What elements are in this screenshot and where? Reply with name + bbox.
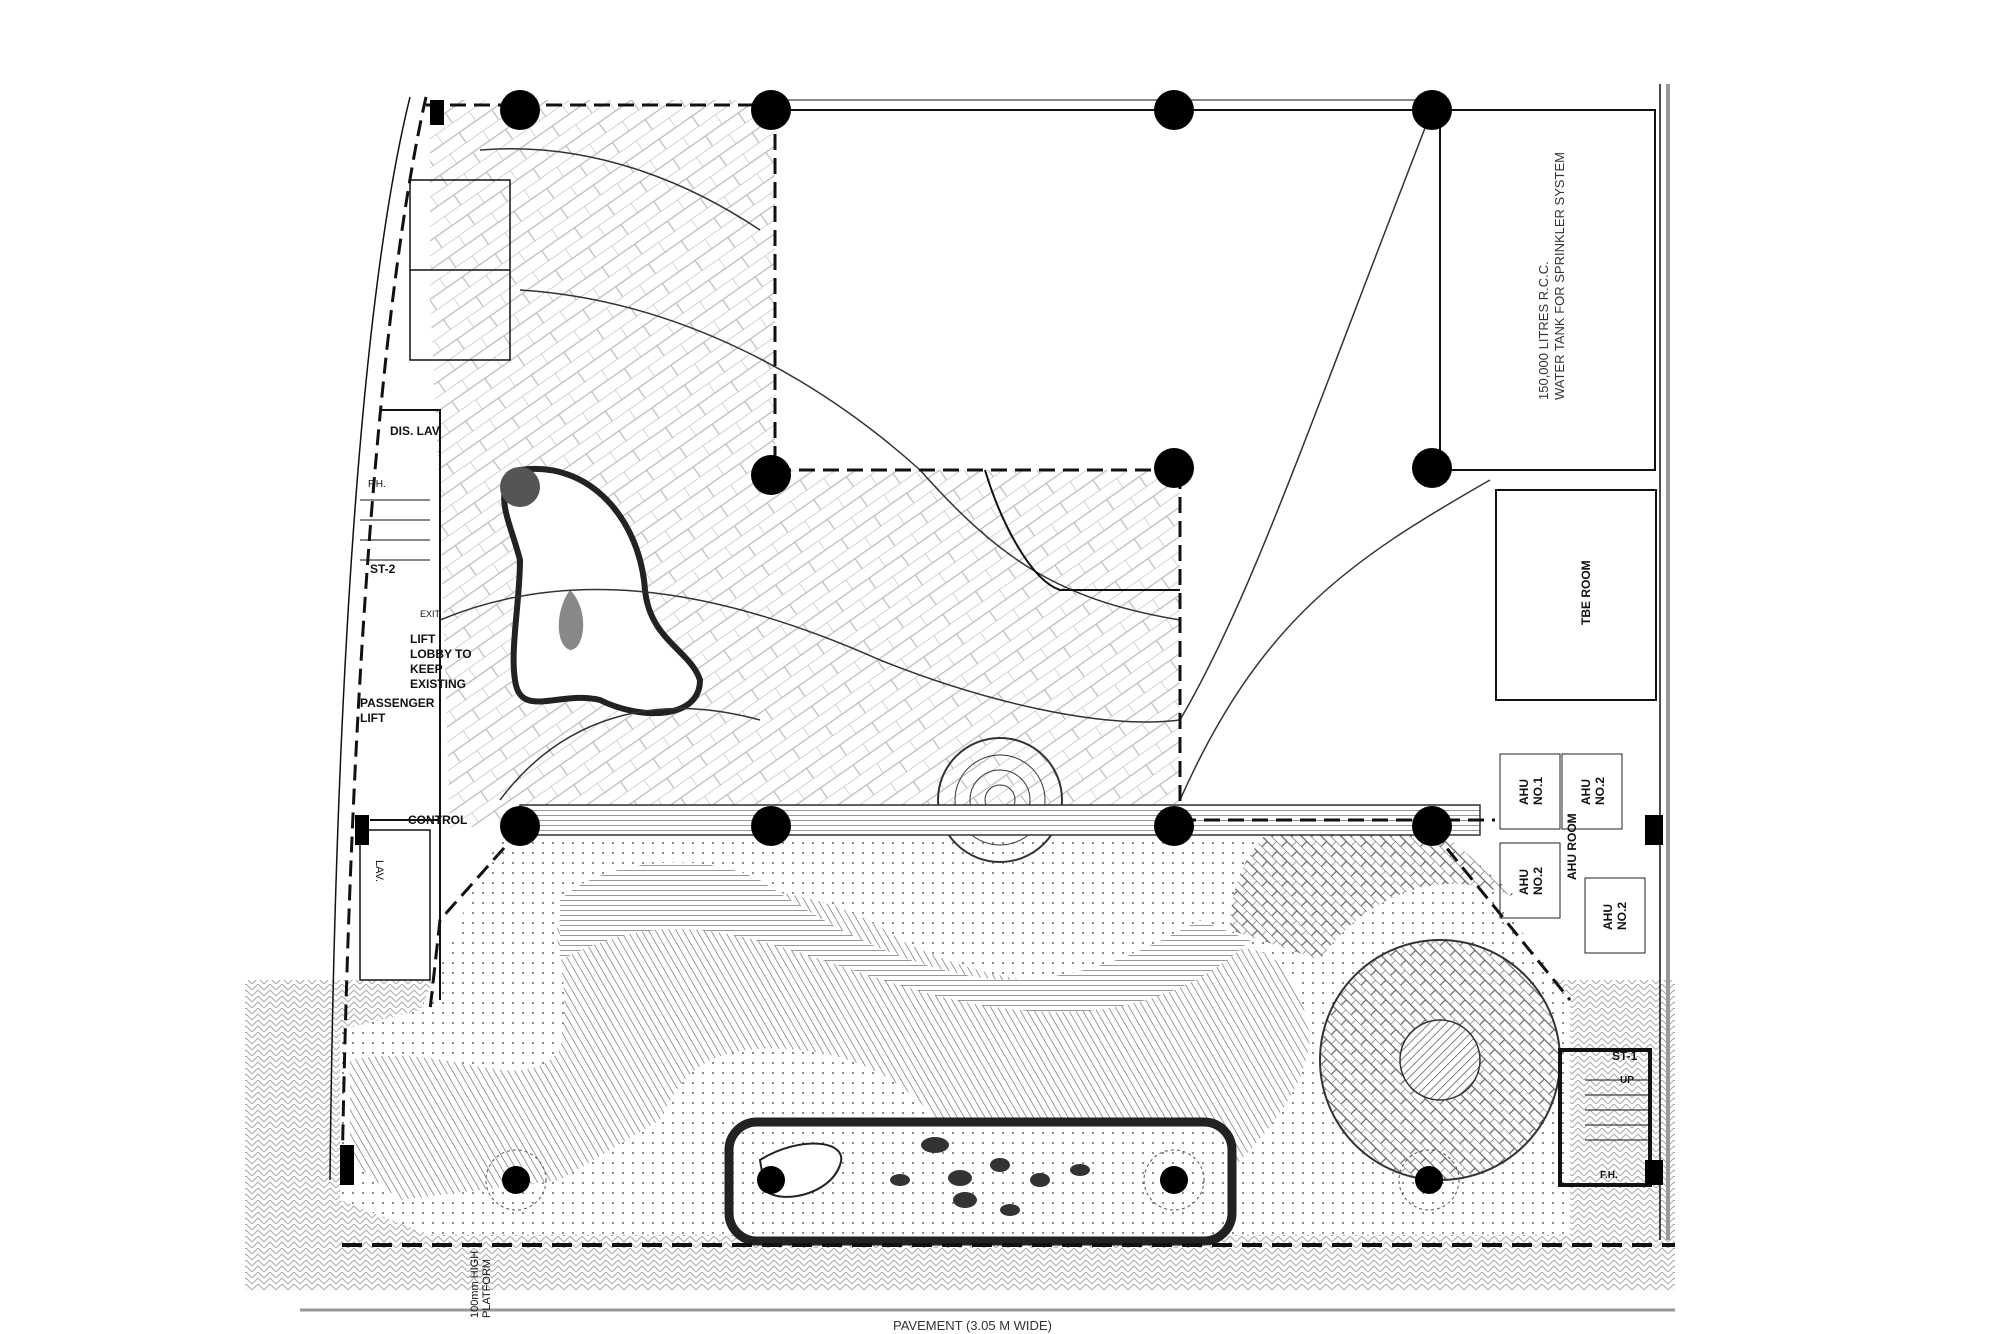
label-ahu-2b: AHUNO.2 — [1517, 867, 1545, 895]
label-st1: ST-1 — [1612, 1049, 1638, 1063]
label-control: CONTROL — [408, 813, 467, 827]
landscape-hatch-3 — [1230, 830, 1520, 960]
column — [1154, 448, 1194, 488]
label-exit: EXIT — [420, 609, 441, 619]
column — [751, 806, 791, 846]
label-ahu-room: AHU ROOM — [1565, 813, 1579, 880]
planter — [724, 1117, 1237, 1246]
label-water-tank: 150,000 LITRES R.C.C.WATER TANK FOR SPRI… — [1536, 152, 1567, 400]
column — [751, 455, 791, 495]
feature-tree — [500, 467, 540, 507]
label-ahu-2a: AHUNO.2 — [1579, 777, 1607, 805]
plaza-paving — [430, 100, 1180, 830]
column — [1154, 806, 1194, 846]
planter-shrubs — [890, 1137, 1090, 1216]
column — [1412, 90, 1452, 130]
label-ahu-2c: AHUNO.2 — [1601, 902, 1629, 930]
column — [1154, 90, 1194, 130]
label-dis-lav: DIS. LAV — [390, 424, 440, 438]
label-up: UP — [1620, 1075, 1634, 1086]
column — [1412, 806, 1452, 846]
curved-seating — [501, 465, 704, 717]
label-st2: ST-2 — [370, 562, 396, 576]
structural-columns — [500, 90, 1452, 1194]
column — [500, 90, 540, 130]
walls — [329, 84, 1675, 1247]
column — [751, 90, 791, 130]
column — [1415, 1166, 1443, 1194]
label-fh-right: F.H. — [1600, 1170, 1618, 1181]
label-ahu-1: AHUNO.1 — [1517, 777, 1545, 805]
label-fh-left: F.H. — [368, 479, 386, 490]
column — [1160, 1166, 1188, 1194]
column — [757, 1166, 785, 1194]
column — [500, 806, 540, 846]
label-lav: LAV. — [373, 860, 385, 882]
label-pavement: PAVEMENT (3.05 M WIDE) — [893, 1318, 1052, 1333]
label-platform: 100mm HIGHPLATFORM — [469, 1251, 493, 1318]
landscape-hatch-2 — [560, 862, 1250, 1012]
label-tbe-room: TBE ROOM — [1579, 560, 1593, 625]
column — [502, 1166, 530, 1194]
column — [1412, 448, 1452, 488]
